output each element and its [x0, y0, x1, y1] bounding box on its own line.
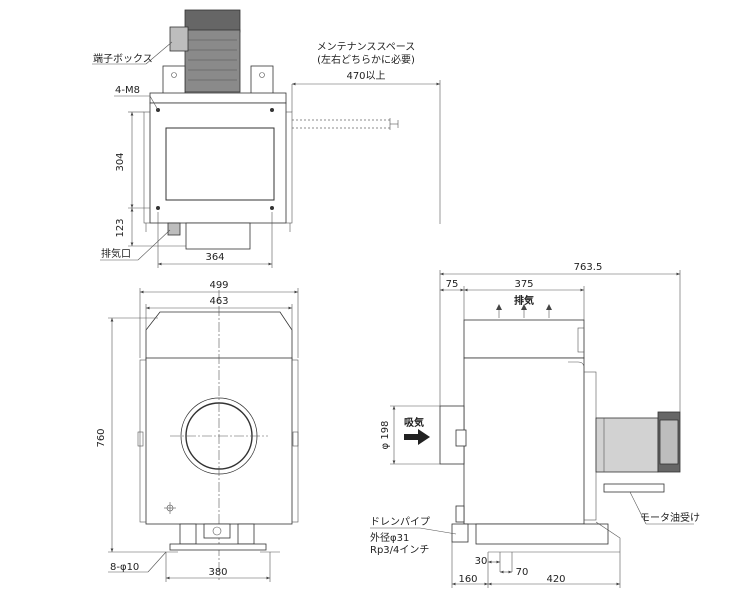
- bolt-hole: [270, 108, 274, 112]
- intake-arrow: [404, 429, 430, 445]
- front-dim-760: 760: [96, 428, 107, 447]
- top-motor-body: [184, 29, 241, 93]
- front-dim-499: 499: [209, 280, 228, 291]
- side-main-body: [463, 357, 585, 525]
- top-dim-123: 123: [115, 218, 126, 237]
- front-left-foot: [179, 523, 197, 545]
- front-right-foot: [237, 523, 255, 545]
- side-dim-763-5: 763.5: [574, 262, 603, 273]
- maintenance-space-label: メンテナンススペース: [317, 41, 416, 53]
- bolt-hole: [156, 206, 160, 210]
- front-dim-380: 380: [208, 567, 227, 578]
- drain-od-label: 外径φ31: [370, 531, 409, 544]
- top-main-body: [149, 102, 287, 224]
- exhaust-port: [167, 222, 181, 236]
- motor-oil-pan-label: モータ油受け: [640, 511, 700, 524]
- maintenance-space-note: (左右どちらかに必要): [317, 53, 415, 66]
- exhaust-port-label: 排気口: [101, 247, 131, 260]
- drain-pipe-label: ドレンパイプ: [370, 516, 430, 528]
- side-dim-160: 160: [458, 574, 477, 585]
- front-dim-463: 463: [209, 296, 228, 307]
- intake-label: 吸気: [404, 416, 424, 429]
- top-dim-364: 364: [205, 252, 224, 263]
- top-motor-fan-cover: [184, 9, 241, 33]
- side-dim-420: 420: [546, 574, 565, 585]
- side-dim-75: 75: [446, 279, 459, 290]
- side-view: 排気 吸気 763.5 75 375 φ 198 30 70 160 420: [370, 262, 700, 588]
- terminal-box: [169, 26, 189, 52]
- side-dim-30: 30: [475, 556, 488, 567]
- top-inner-panel: [165, 127, 275, 201]
- front-drain: [203, 523, 231, 539]
- exhaust-label: 排気: [514, 294, 534, 307]
- top-left-bracket: [162, 65, 186, 95]
- top-dim-304: 304: [115, 152, 126, 171]
- terminal-box-label: 端子ボックス: [93, 52, 153, 65]
- top-plate: [149, 92, 287, 104]
- side-dim-intake: φ 198: [380, 421, 391, 450]
- bolts-label: 4-M8: [115, 85, 140, 96]
- side-dim-70: 70: [516, 567, 529, 578]
- motor-oil-pan: [603, 483, 665, 493]
- maintenance-dim: 470以上: [346, 70, 385, 82]
- front-view: 499 463 760 380 8-φ10: [96, 280, 299, 582]
- drain-thread-label: Rp3/4インチ: [370, 544, 429, 556]
- foot-holes-label: 8-φ10: [110, 562, 139, 573]
- top-exhaust-duct: [185, 222, 251, 250]
- top-view: メンテナンススペース (左右どちらかに必要) 470以上 端子ボックス 4-M8…: [92, 9, 441, 268]
- side-base: [475, 523, 609, 545]
- bolt-hole: [270, 206, 274, 210]
- exhaust-arrows: [496, 304, 552, 318]
- front-base: [169, 543, 267, 551]
- side-top-housing: [463, 319, 585, 359]
- side-motor-adapter: [595, 417, 659, 473]
- top-right-bracket: [250, 65, 274, 95]
- side-dim-375: 375: [514, 279, 533, 290]
- side-drain: [451, 523, 469, 543]
